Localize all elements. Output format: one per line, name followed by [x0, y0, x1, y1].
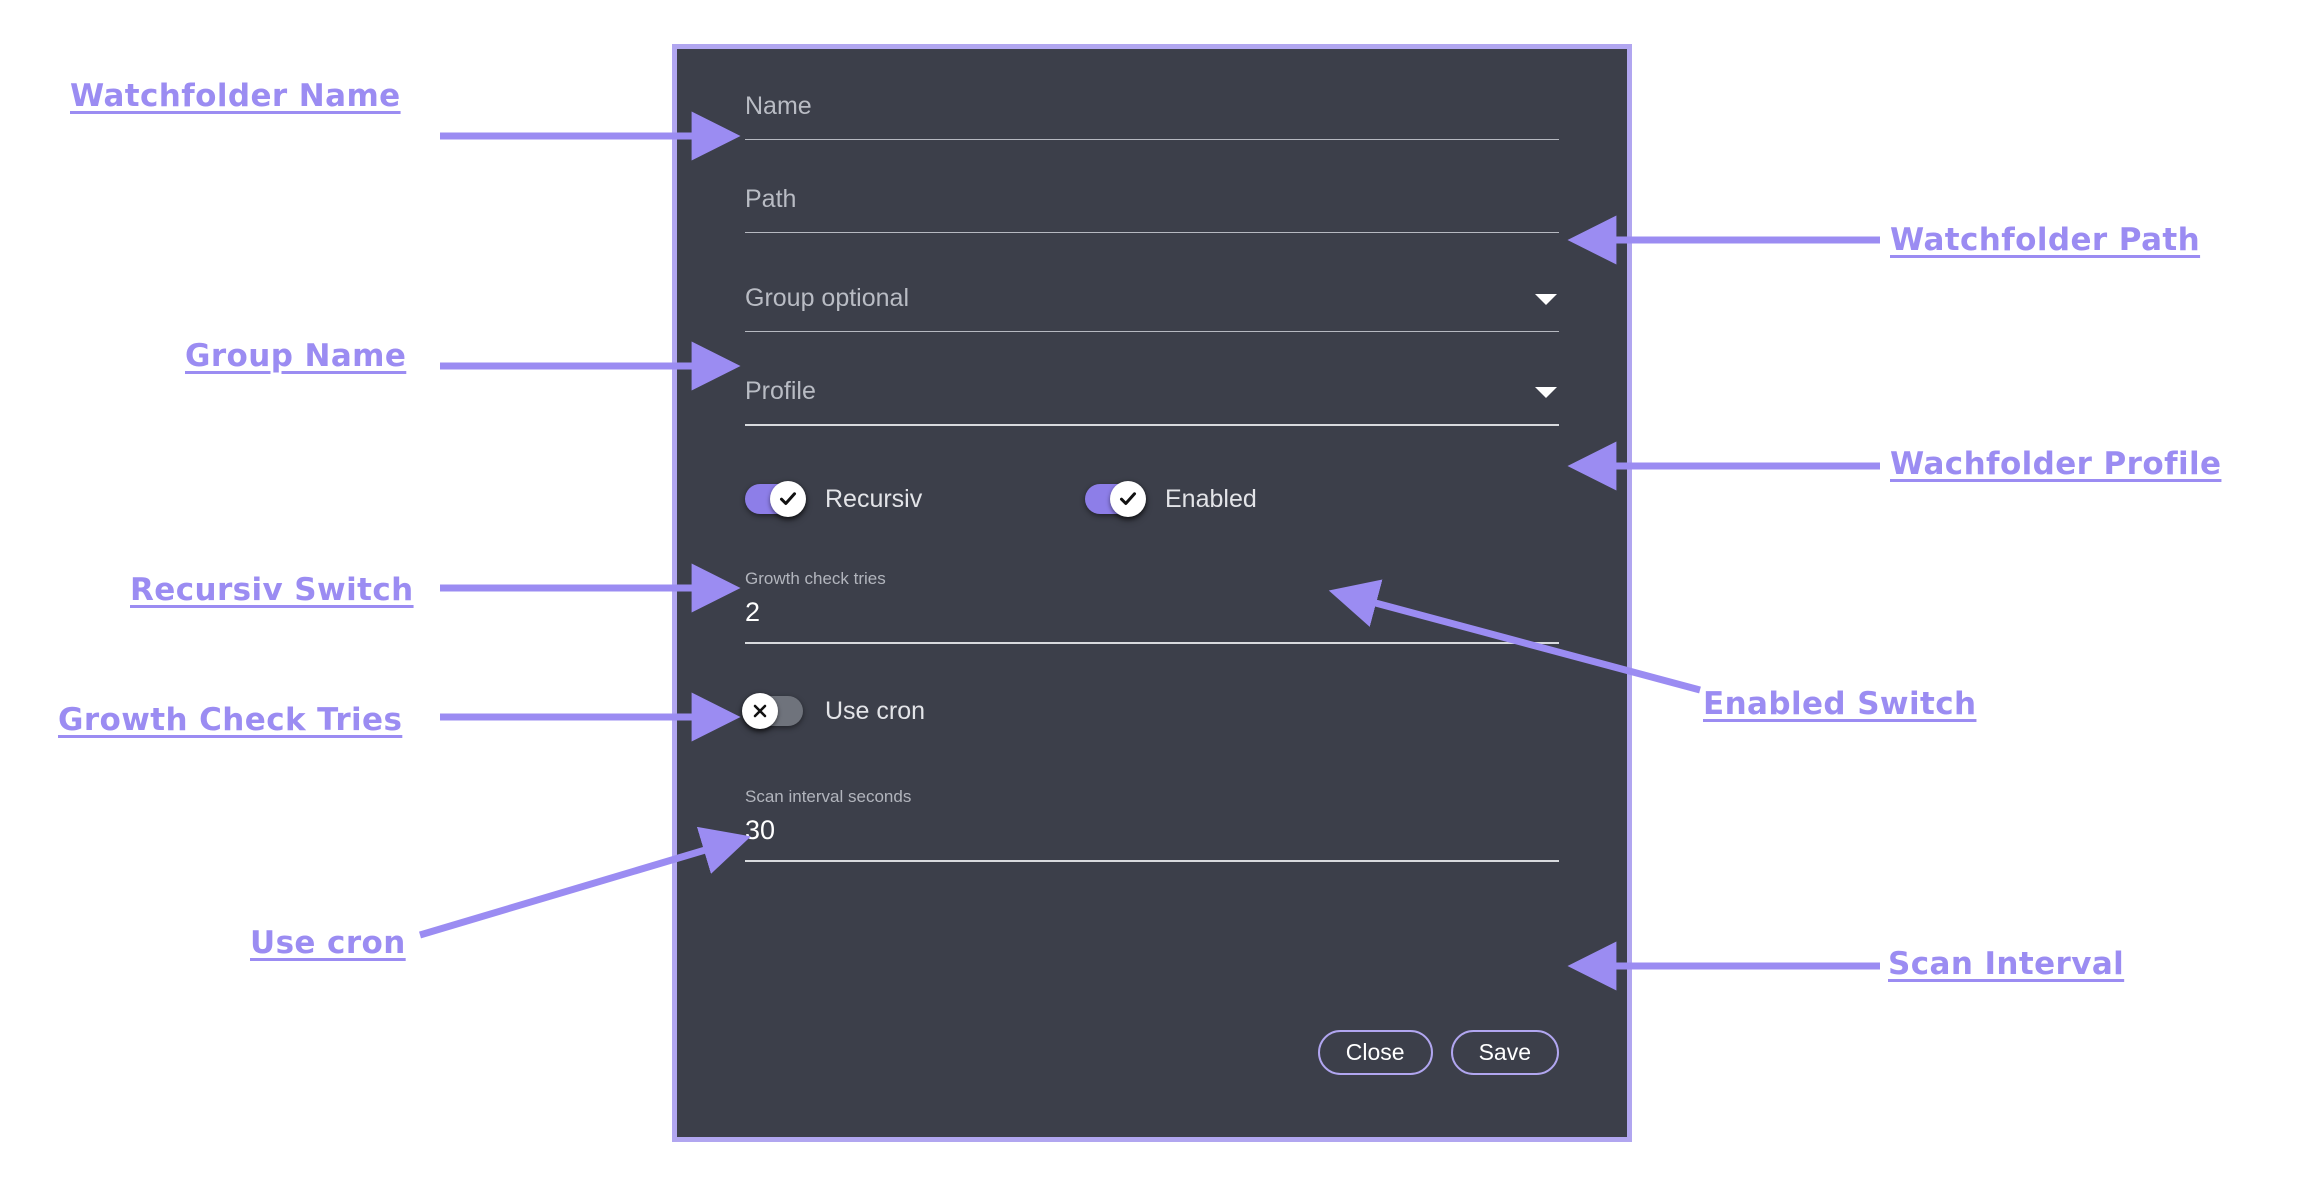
annotation-growth-check-tries: Growth Check Tries [58, 702, 403, 738]
annotation-recursiv-switch: Recursiv Switch [130, 572, 414, 608]
annotation-watchfolder-path: Watchfolder Path [1890, 222, 2201, 258]
recursiv-switch[interactable] [745, 481, 806, 517]
use-cron-switch-thumb [742, 693, 778, 729]
recursiv-switch-item[interactable]: Recursiv [745, 481, 1085, 517]
save-button[interactable]: Save [1450, 1030, 1559, 1075]
recursiv-switch-label: Recursiv [825, 484, 923, 513]
use-cron-switch[interactable] [742, 693, 803, 729]
enabled-switch[interactable] [1085, 481, 1146, 517]
annotation-group-name: Group Name [185, 338, 407, 374]
scan-interval-seconds-label: Scan interval seconds [745, 787, 912, 806]
enabled-switch-item[interactable]: Enabled [1085, 481, 1257, 517]
recursiv-switch-thumb [770, 481, 806, 517]
growth-check-tries-value: 2 [745, 597, 761, 627]
scan-interval-seconds-underline [745, 860, 1559, 862]
profile-underline [745, 424, 1559, 426]
use-cron-switch-label: Use cron [825, 696, 926, 725]
scan-interval-seconds-value: 30 [745, 815, 776, 845]
cross-icon [753, 704, 767, 718]
path-underline [745, 232, 1559, 233]
path-placeholder: Path [745, 185, 797, 213]
growth-check-tries-field[interactable]: Growth check tries 2 [745, 568, 1559, 644]
name-placeholder: Name [745, 92, 812, 120]
chevron-down-icon[interactable] [1535, 293, 1557, 305]
toggle-row-cron: Use cron [742, 693, 1559, 729]
check-icon [1120, 492, 1136, 505]
path-field[interactable]: Path [745, 182, 1559, 233]
group-select[interactable]: Group optional [745, 281, 1559, 332]
annotation-enabled-switch: Enabled Switch [1703, 686, 1977, 722]
use-cron-switch-item[interactable]: Use cron [742, 693, 926, 729]
close-button[interactable]: Close [1317, 1030, 1433, 1075]
profile-placeholder: Profile [745, 377, 816, 405]
check-icon [780, 492, 796, 505]
name-underline [745, 139, 1559, 140]
enabled-switch-label: Enabled [1165, 484, 1257, 513]
annotation-watchfolder-name: Watchfolder Name [70, 78, 401, 114]
annotation-scan-interval: Scan Interval [1888, 946, 2125, 982]
arrow-use-cron [419, 826, 751, 939]
scan-interval-seconds-field[interactable]: Scan interval seconds 30 [745, 786, 1559, 862]
chevron-down-icon[interactable] [1535, 386, 1557, 398]
annotation-watchfolder-profile: Wachfolder Profile [1890, 446, 2222, 482]
growth-check-tries-underline [745, 642, 1559, 644]
growth-check-tries-label: Growth check tries [745, 569, 886, 588]
enabled-switch-thumb [1110, 481, 1146, 517]
watchfolder-dialog: Name Path Group optional Profile [672, 44, 1632, 1142]
group-underline [745, 331, 1559, 332]
toggle-row-top: Recursiv Enabled [745, 481, 1559, 517]
profile-select[interactable]: Profile [745, 374, 1559, 426]
group-placeholder: Group optional [745, 284, 910, 312]
name-field[interactable]: Name [745, 89, 1559, 140]
dialog-footer: Close Save [1317, 1030, 1559, 1075]
annotation-use-cron: Use cron [250, 925, 406, 961]
